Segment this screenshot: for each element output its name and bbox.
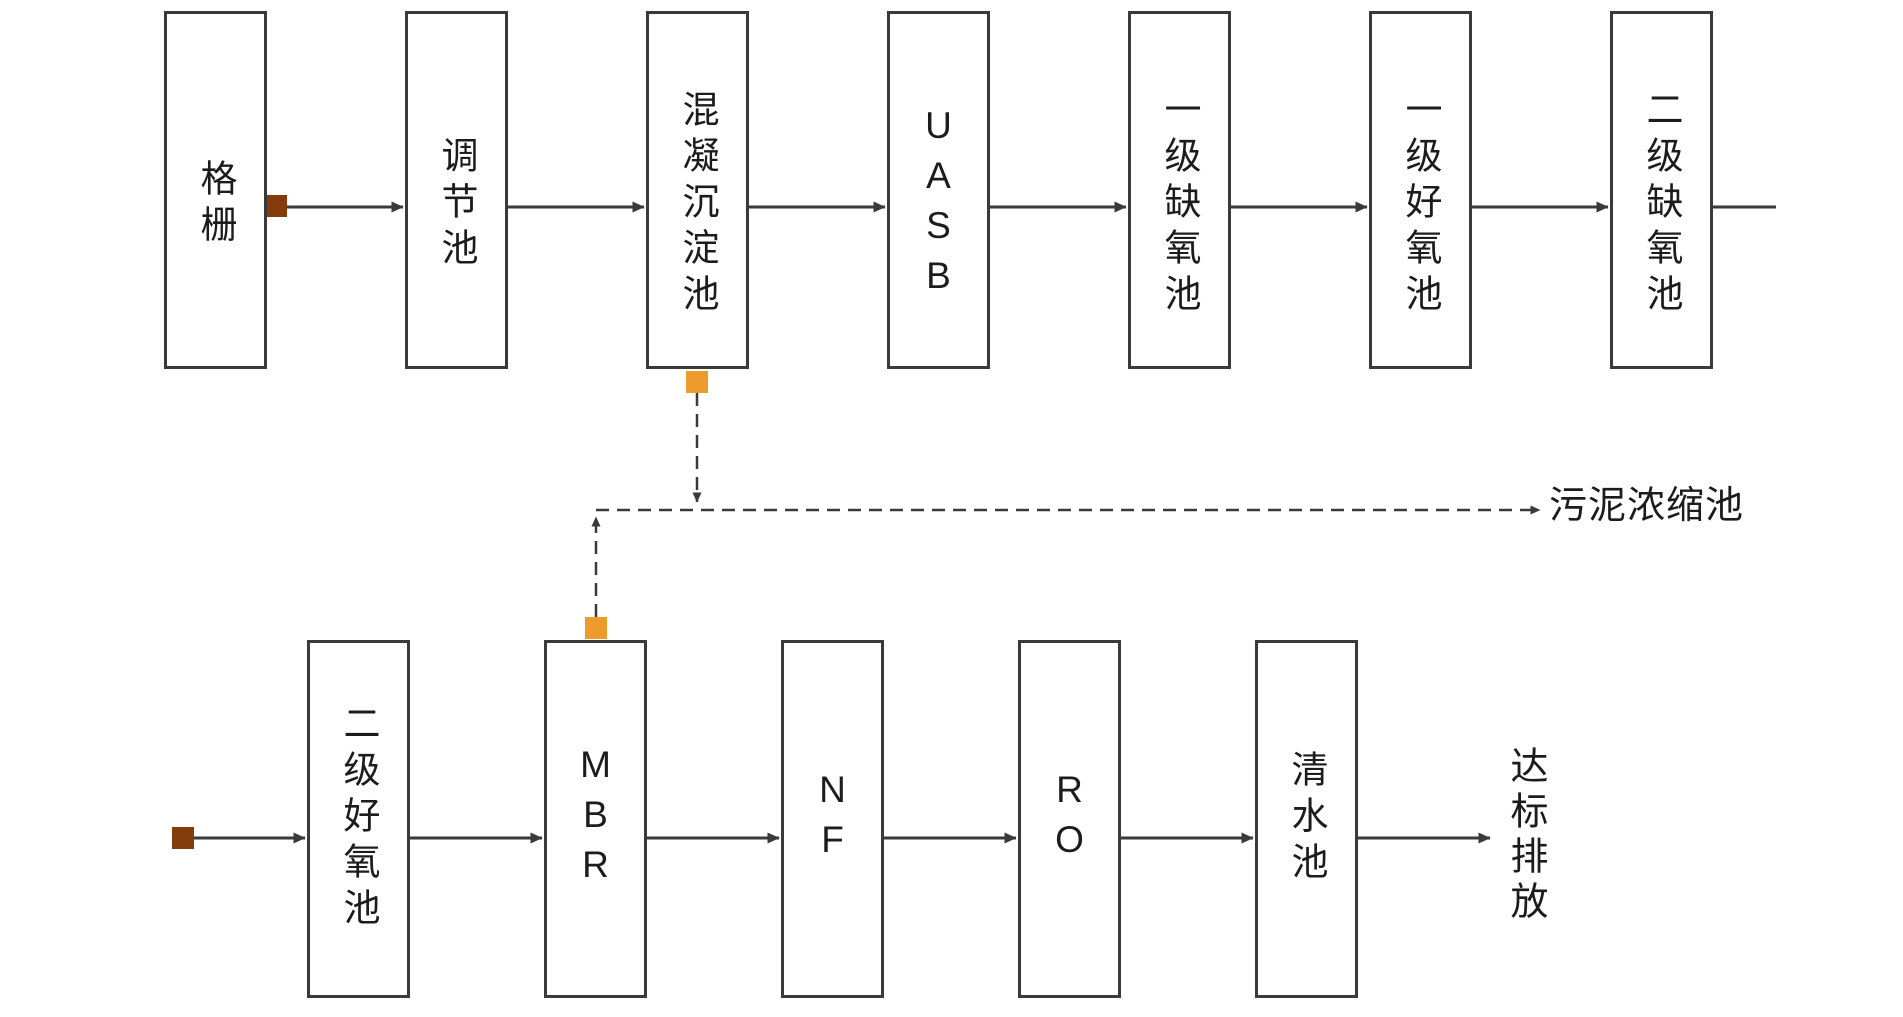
box-label: 一级缺氧池 (1159, 90, 1200, 320)
box-label: UASB (918, 105, 959, 305)
box-uasb: UASB (887, 11, 990, 369)
sludge-thickening-tank-label: 污泥浓缩池 (1549, 485, 1745, 527)
box-nf: NF (781, 640, 884, 998)
box-label: 调节池 (436, 136, 477, 274)
box-bar-screen: 格栅 (164, 11, 267, 369)
box-label: 二级缺氧池 (1641, 90, 1682, 320)
box-label: 格栅 (195, 159, 236, 251)
box-label: MBR (575, 744, 616, 894)
box-stage1-aerobic-tank: 一级好氧池 (1369, 11, 1472, 369)
box-label: 清水池 (1286, 750, 1327, 888)
box-label: NF (812, 769, 853, 869)
brown-square-bottom-inlet (172, 827, 194, 849)
box-regulating-tank: 调节池 (405, 11, 508, 369)
box-clean-water-tank: 清水池 (1255, 640, 1358, 998)
orange-square-mbr-top (585, 617, 607, 639)
box-ro: RO (1018, 640, 1121, 998)
orange-square-coagulation-bottom (686, 371, 708, 393)
sludge-dashed-lines (591, 393, 1541, 617)
box-label: 混凝沉淀池 (677, 90, 718, 320)
box-label: RO (1049, 769, 1090, 869)
box-mbr: MBR (544, 640, 647, 998)
box-stage2-aerobic-tank: 二级好氧池 (307, 640, 410, 998)
discharge-standard-label: 达标排放 (1504, 746, 1546, 926)
box-coagulation-sedimentation-tank: 混凝沉淀池 (646, 11, 749, 369)
box-stage1-anoxic-tank: 一级缺氧池 (1128, 11, 1231, 369)
box-label: 一级好氧池 (1400, 90, 1441, 320)
box-label: 二级好氧池 (338, 704, 379, 934)
box-stage2-anoxic-tank: 二级缺氧池 (1610, 11, 1713, 369)
brown-square-screen-outlet (265, 195, 287, 217)
